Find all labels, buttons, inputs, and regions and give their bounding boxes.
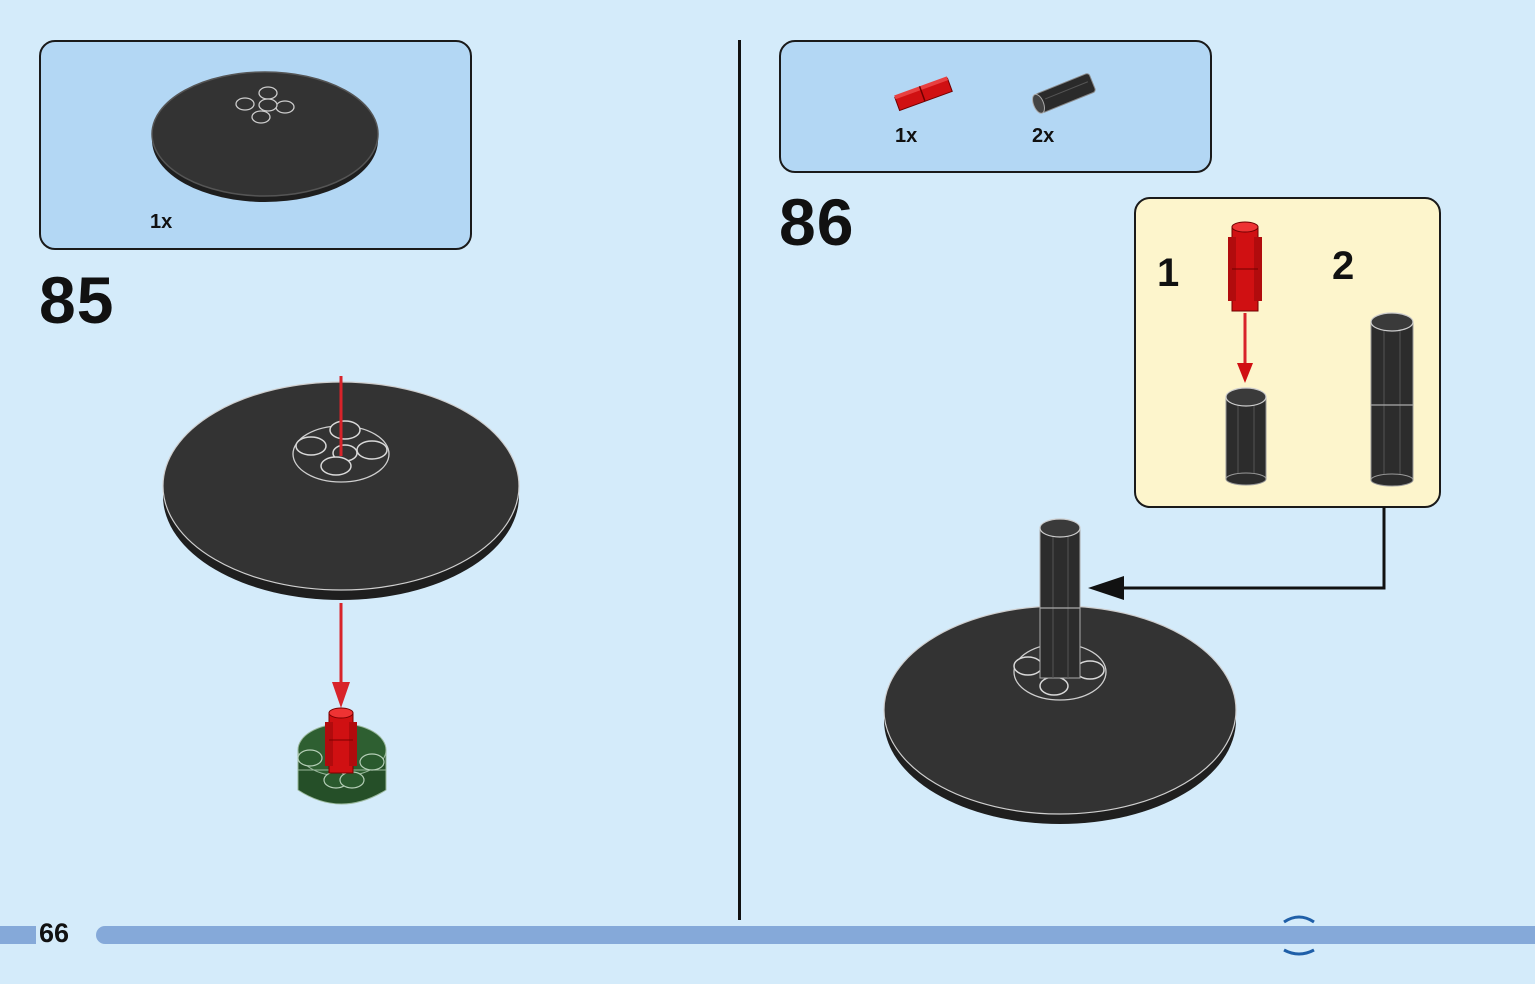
column-divider bbox=[738, 40, 741, 920]
page-number: 66 bbox=[39, 918, 70, 948]
substep-number: 2 bbox=[1332, 244, 1355, 288]
step-number: 85 bbox=[39, 263, 115, 337]
callout-arrow bbox=[1088, 507, 1386, 600]
footer-bar-left bbox=[0, 926, 36, 944]
part-quantity: 2x bbox=[1032, 125, 1055, 147]
footer-bar bbox=[96, 926, 1535, 944]
axle-connector-part-icon bbox=[1032, 73, 1096, 114]
sub-assembly-illustration bbox=[1225, 221, 1414, 487]
plate-with-connector-assembly bbox=[883, 518, 1237, 824]
part-quantity: 1x bbox=[150, 211, 173, 233]
part-quantity: 1x bbox=[895, 125, 918, 147]
step-number: 86 bbox=[779, 185, 855, 259]
red-axle-part-icon bbox=[894, 76, 953, 112]
substep-number: 1 bbox=[1157, 251, 1180, 295]
parts-callout-step-86 bbox=[779, 40, 1212, 173]
footer-marker bbox=[1283, 915, 1315, 956]
round-plate-part-icon bbox=[151, 71, 379, 202]
round-plate-assembly bbox=[162, 376, 520, 805]
